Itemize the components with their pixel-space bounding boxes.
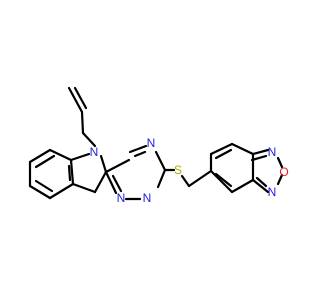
triazine-nitrogen-top-label: N xyxy=(147,136,156,150)
bond xyxy=(187,169,213,188)
bond xyxy=(276,173,284,186)
bonds xyxy=(28,86,284,201)
bond xyxy=(180,174,191,188)
molecule-structure: N N N N S N O N xyxy=(28,86,289,205)
bond xyxy=(128,144,148,154)
bond xyxy=(209,142,234,156)
oxadiazole-nitrogen-bottom-label: N xyxy=(268,185,277,199)
triazine-nitrogen-bottom-right-label: N xyxy=(143,191,152,205)
sulfur-label: S xyxy=(174,163,182,177)
triazine-nitrogen-bottom-left-label: N xyxy=(117,191,126,205)
indole-nitrogen-label: N xyxy=(90,145,99,159)
bond xyxy=(251,148,270,156)
bond xyxy=(80,110,85,135)
bond xyxy=(93,170,108,194)
bond xyxy=(67,86,84,114)
bond xyxy=(214,148,233,160)
bond xyxy=(69,152,91,162)
bond xyxy=(69,158,75,186)
atom-labels: N N N N S N O N xyxy=(90,136,289,205)
bond xyxy=(28,148,52,164)
oxadiazole-nitrogen-top-label: N xyxy=(268,145,277,159)
bond xyxy=(255,176,268,188)
bond xyxy=(104,158,131,174)
bond xyxy=(48,182,75,200)
bond xyxy=(276,156,284,169)
bond xyxy=(73,86,88,110)
bond xyxy=(111,174,123,193)
bond xyxy=(48,148,73,162)
bond xyxy=(230,178,255,194)
bond xyxy=(67,164,72,182)
bond xyxy=(34,154,56,169)
bond xyxy=(28,184,52,200)
bond xyxy=(209,169,234,194)
bond xyxy=(154,150,167,172)
bond xyxy=(71,182,97,194)
bond xyxy=(156,168,167,189)
bond xyxy=(104,170,118,195)
bond xyxy=(214,172,233,188)
bond xyxy=(99,154,108,174)
bond xyxy=(133,150,147,158)
bond xyxy=(250,154,268,162)
bond xyxy=(230,142,255,156)
bond xyxy=(81,131,97,148)
bond xyxy=(251,178,270,194)
oxadiazole-oxygen-label: O xyxy=(279,165,288,179)
bond xyxy=(34,179,54,193)
